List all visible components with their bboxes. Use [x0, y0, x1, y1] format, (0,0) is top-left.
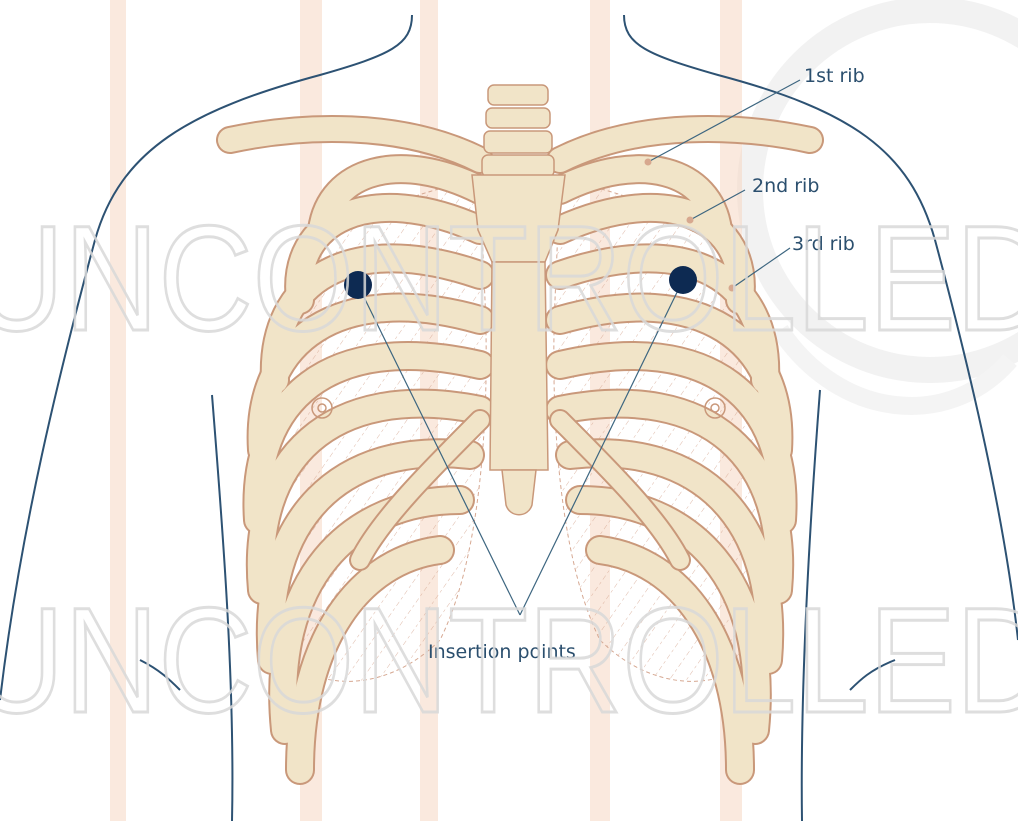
cervical-spine	[482, 85, 554, 177]
watermark-lower: UNCONTROLLED	[0, 576, 1018, 744]
watermark-upper: UNCONTROLLED	[0, 194, 1018, 362]
rib1-label: 1st rib	[804, 65, 865, 87]
